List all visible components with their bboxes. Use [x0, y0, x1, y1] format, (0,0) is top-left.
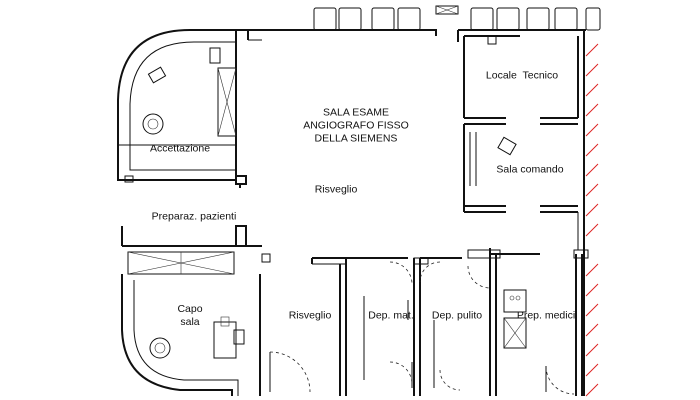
right-block-walls [457, 29, 586, 396]
top-vent-symbol [435, 5, 459, 15]
label-risveglio-top: Risveglio [314, 183, 358, 196]
label-risveglio-bottom: Risveglio [288, 309, 332, 322]
label-sala-comando: Sala comando [496, 163, 564, 176]
label-sala-esame: SALA ESAME ANGIOGRAFO FISSO DELLA SIEMEN… [303, 106, 409, 145]
label-prep-medici: Prep. medici [516, 309, 576, 322]
label-dep-pulito: Dep. pulito [431, 309, 483, 322]
label-locale-tecnico: Locale Tecnico [485, 69, 559, 82]
door-swings [269, 261, 575, 395]
top-wall-panels [313, 5, 601, 31]
label-preparaz-pazienti: Preparaz. pazienti [151, 210, 237, 223]
armchair-icon [142, 113, 164, 135]
chair-icon [147, 66, 167, 84]
accettazione-area [117, 29, 237, 183]
capo-sala-area [121, 225, 271, 396]
armchair-icon [149, 337, 171, 359]
bottom-rooms-walls [311, 248, 589, 396]
label-accettazione: Accettazione [149, 142, 211, 155]
label-dep-mat: Dep. mat. [368, 309, 414, 322]
exterior-wall-hatch [585, 43, 599, 397]
label-capo-sala: Capo sala [177, 303, 203, 328]
